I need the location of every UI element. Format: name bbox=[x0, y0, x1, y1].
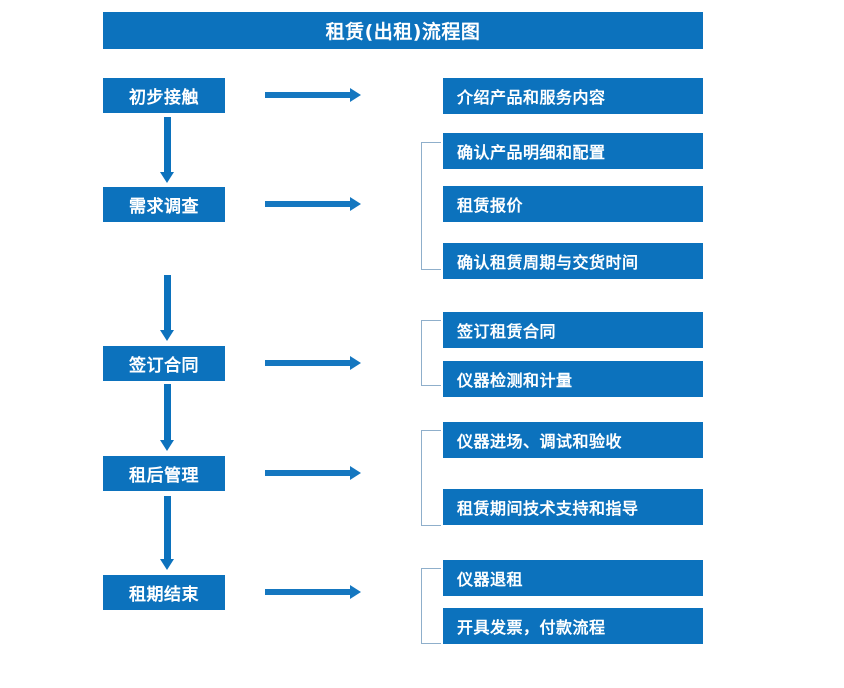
detail-box-invoice-payment[interactable]: 开具发票，付款流程 bbox=[443, 608, 703, 644]
detail-box-confirm-spec-config[interactable]: 确认产品明细和配置 bbox=[443, 133, 703, 169]
detail-box-instrument-inspection[interactable]: 仪器检测和计量 bbox=[443, 361, 703, 397]
stage-box-initial-contact[interactable]: 初步接触 bbox=[103, 78, 225, 113]
detail-box-instrument-onsite-commission[interactable]: 仪器进场、调试和验收 bbox=[443, 422, 703, 458]
detail-box-confirm-term-delivery[interactable]: 确认租赁周期与交货时间 bbox=[443, 243, 703, 279]
page-title: 租赁(出租)流程图 bbox=[103, 12, 703, 49]
detail-box-instrument-return[interactable]: 仪器退租 bbox=[443, 560, 703, 596]
stage-box-needs-survey[interactable]: 需求调查 bbox=[103, 187, 225, 222]
horizontal-arrow-icon-4 bbox=[265, 466, 361, 480]
detail-box-technical-support[interactable]: 租赁期间技术支持和指导 bbox=[443, 489, 703, 525]
stage-box-post-rental-mgmt[interactable]: 租后管理 bbox=[103, 456, 225, 491]
detail-box-sign-rental-contract[interactable]: 签订租赁合同 bbox=[443, 312, 703, 348]
detail-box-introduce-products[interactable]: 介绍产品和服务内容 bbox=[443, 78, 703, 114]
group-bracket-lease-end bbox=[421, 568, 441, 644]
horizontal-arrow-icon-2 bbox=[265, 197, 361, 211]
detail-box-rental-quotation[interactable]: 租赁报价 bbox=[443, 186, 703, 222]
horizontal-arrow-icon-1 bbox=[265, 88, 361, 102]
stage-box-sign-contract[interactable]: 签订合同 bbox=[103, 346, 225, 381]
horizontal-arrow-icon-3 bbox=[265, 356, 361, 370]
group-bracket-post-rental-mgmt bbox=[421, 430, 441, 526]
stage-box-lease-end[interactable]: 租期结束 bbox=[103, 575, 225, 610]
group-bracket-sign-contract bbox=[421, 320, 441, 386]
horizontal-arrow-icon-5 bbox=[265, 585, 361, 599]
group-bracket-needs-survey bbox=[421, 142, 441, 270]
